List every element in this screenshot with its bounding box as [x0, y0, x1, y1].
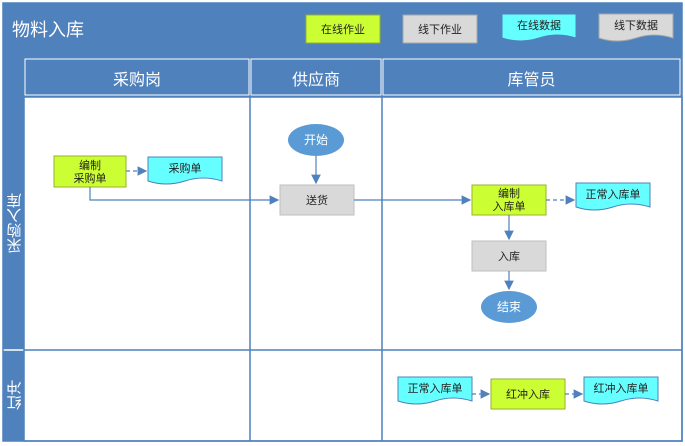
create-receipt-task-shape: [471, 184, 547, 216]
stock-in-task: 入库: [498, 249, 520, 263]
create-receipt-task: 编制 入库单: [472, 185, 546, 215]
connector-createpo-to-deliver: [89, 187, 280, 205]
create-po-task: 编制 采购单: [54, 156, 126, 187]
legend-offline-task: 线下作业: [418, 23, 462, 36]
red-src-doc: 正常入库单: [407, 381, 463, 395]
red-offset-task: 红冲入库: [506, 387, 550, 401]
legend-online-data: 在线数据: [517, 19, 561, 32]
page-title: 物料入库: [12, 20, 84, 41]
legend-offline-task-shape: [402, 14, 478, 44]
row-header-purchase-receipt: 采购入库: [5, 193, 24, 254]
lane-header-purchasing: 采购岗: [112, 70, 161, 89]
legend-offline-data: 线下数据: [614, 19, 658, 32]
deliver-task: 送货: [306, 193, 328, 207]
start-terminal: 开始: [303, 132, 328, 147]
legend-online-task-shape: [305, 14, 381, 44]
red-src-doc-shape: [397, 376, 473, 405]
purchase-order-doc-shape: [147, 156, 223, 185]
purchase-order-doc: 采购单: [168, 161, 202, 175]
deliver-task-shape: [279, 184, 355, 216]
normal-receipt-doc: 正常入库单: [585, 187, 641, 201]
red-offset-task-shape: [490, 378, 566, 410]
red-offset-doc: 红冲入库单: [593, 381, 649, 395]
end-terminal: 结束: [496, 299, 521, 314]
legend-offline-data-shape: [598, 13, 674, 42]
red-offset-doc-shape: [583, 376, 659, 405]
legend-online-task: 在线作业: [321, 23, 365, 36]
legend-online-data-shape: [501, 13, 577, 42]
create-receipt-label-line1: 编制: [498, 187, 520, 200]
start-terminal-shape: [288, 124, 344, 156]
normal-receipt-doc-shape: [575, 182, 651, 211]
create-po-task-shape: [53, 155, 127, 188]
row-header-red-offset: 红冲: [5, 380, 24, 411]
lane-header-warehouse-keeper: 库管员: [507, 70, 556, 89]
create-po-label-line1: 编制: [79, 158, 101, 172]
end-terminal-shape: [481, 291, 537, 323]
create-po-label-line2: 采购单: [73, 171, 107, 185]
lane-header-supplier: 供应商: [291, 70, 340, 89]
row-header-column: [3, 57, 24, 441]
stock-in-task-shape: [471, 240, 547, 272]
create-receipt-label-line2: 入库单: [492, 200, 526, 213]
